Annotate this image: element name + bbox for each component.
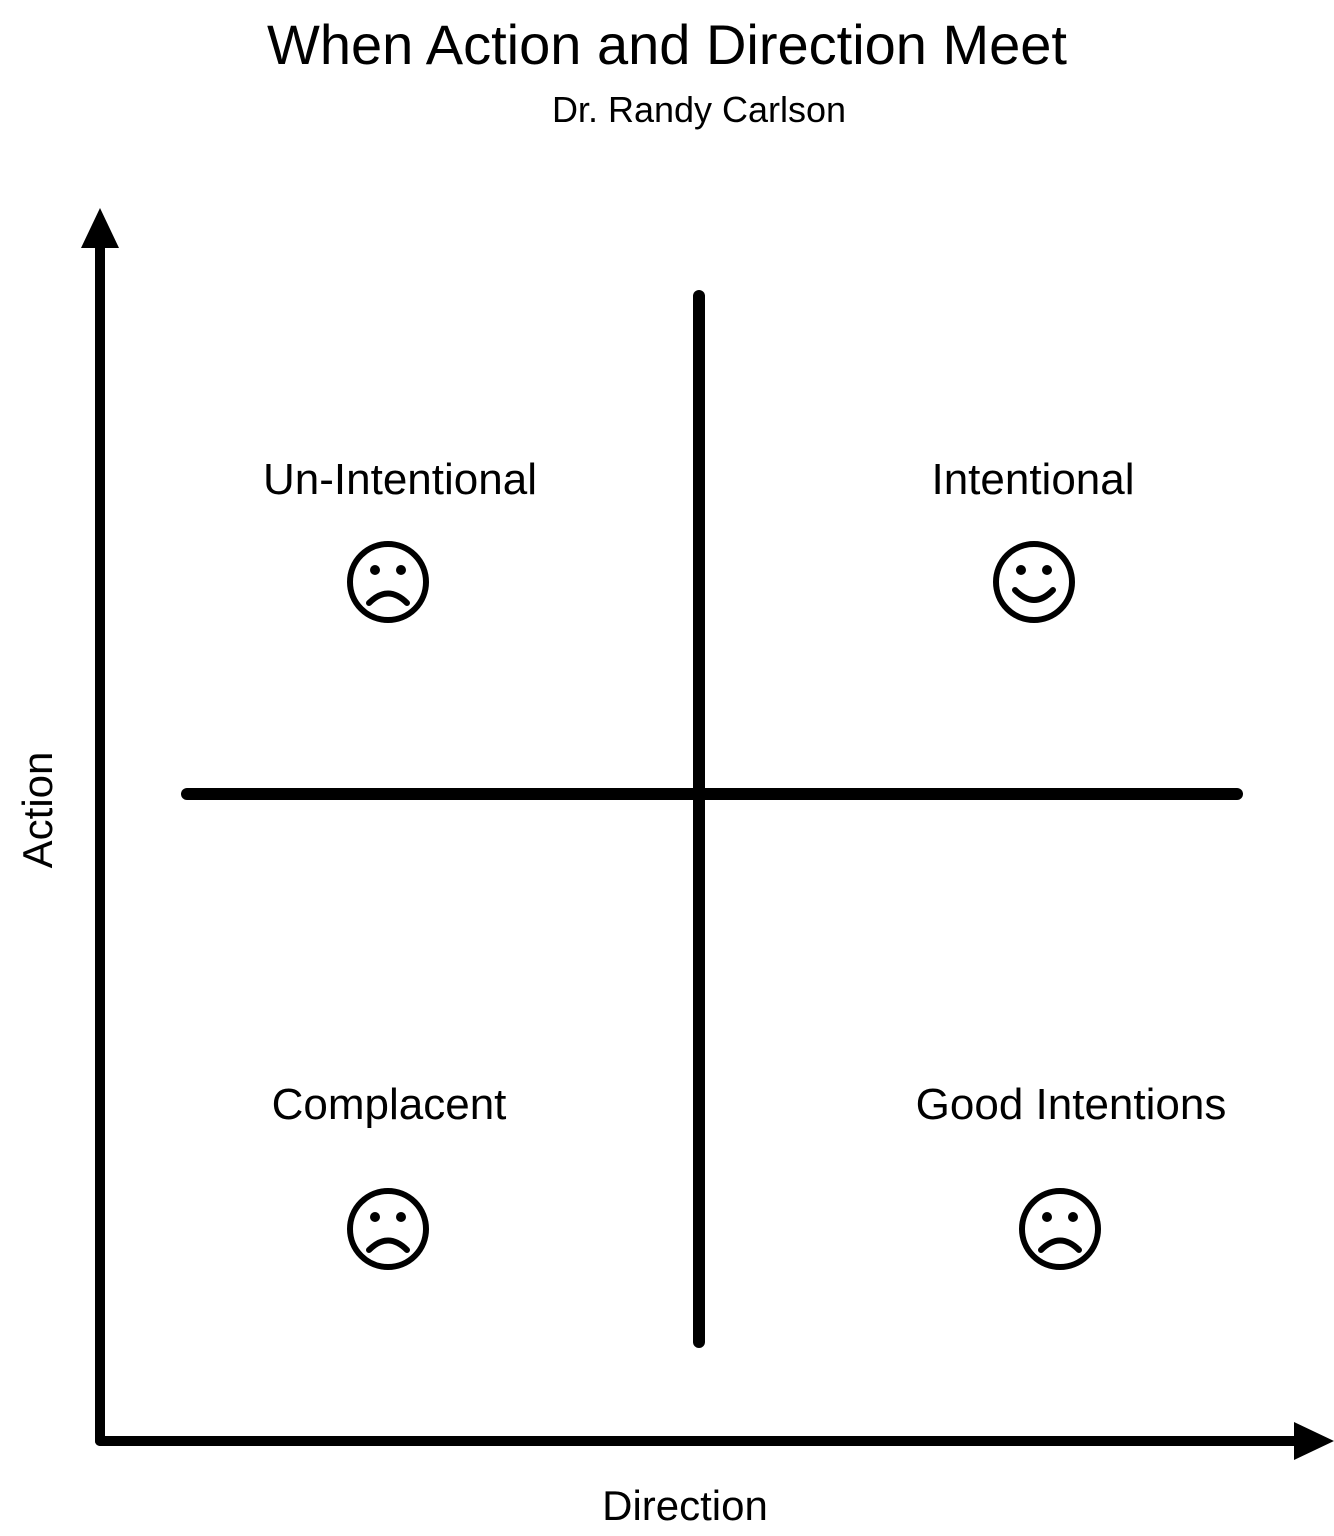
y-axis-label: Action xyxy=(14,752,61,869)
x-axis-label: Direction xyxy=(602,1482,768,1529)
diagram-title: When Action and Direction Meet xyxy=(267,13,1067,76)
y-axis xyxy=(81,208,119,1446)
smile-face-icon xyxy=(993,541,1075,623)
quadrant-label-bottom-right: Good Intentions xyxy=(916,1080,1227,1129)
quadrant-label-bottom-left: Complacent xyxy=(272,1080,507,1129)
diagram-subtitle: Dr. Randy Carlson xyxy=(551,89,847,130)
x-axis xyxy=(95,1422,1334,1460)
quadrant-label-top-right: Intentional xyxy=(931,455,1134,504)
frown-face-icon xyxy=(347,541,429,623)
frown-face-icon xyxy=(347,1188,429,1270)
x-axis-arrowhead xyxy=(1294,1422,1334,1460)
y-axis-arrowhead xyxy=(81,208,119,248)
frown-face-icon xyxy=(1019,1188,1101,1270)
quadrant-label-top-left: Un-Intentional xyxy=(263,455,537,504)
